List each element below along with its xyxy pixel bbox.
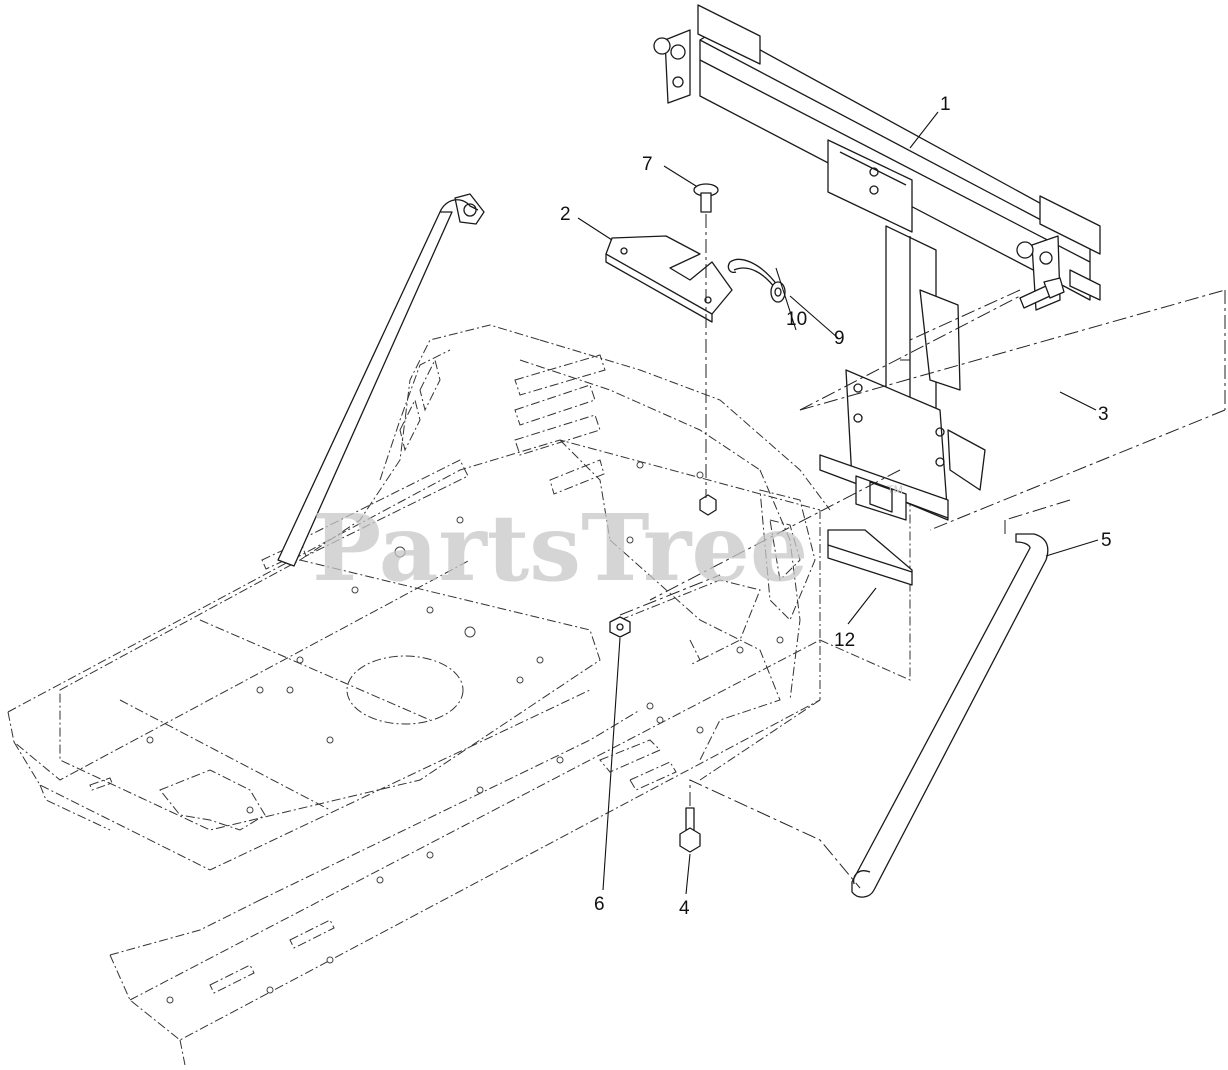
part-2-nut xyxy=(699,494,717,516)
watermark: PartsTree TM xyxy=(312,484,903,602)
mower-frame xyxy=(7,324,911,1066)
part-7-carriage-bolt xyxy=(693,183,719,213)
callout-10: 10 xyxy=(786,309,807,330)
part-10-hairpin-clip xyxy=(727,258,779,293)
callout-3: 3 xyxy=(1098,404,1109,425)
part-5-rod-right xyxy=(851,533,1049,898)
callout-1: 1 xyxy=(940,94,951,115)
part-4-bolt xyxy=(679,807,701,853)
part-6-nut xyxy=(609,616,631,638)
part-12-plate xyxy=(827,529,913,586)
watermark-tm: TM xyxy=(887,484,903,496)
part-9-washer xyxy=(770,281,786,303)
callout-6: 6 xyxy=(594,894,605,915)
callout-7: 7 xyxy=(642,154,653,175)
callout-5: 5 xyxy=(1101,530,1112,551)
callout-4: 4 xyxy=(679,898,690,919)
part-3-bolt xyxy=(1019,277,1065,309)
assembly-lines xyxy=(619,214,1226,889)
part-1-hitch-assembly xyxy=(653,4,1101,521)
part-2-bracket xyxy=(605,235,733,323)
callout-labels: 1 2 3 4 5 6 7 9 10 12 xyxy=(560,94,1112,919)
leader-lines xyxy=(577,111,1099,895)
callout-12: 12 xyxy=(834,630,855,651)
callout-2: 2 xyxy=(560,204,571,225)
part-5-rod-left xyxy=(277,193,485,567)
watermark-text: PartsTree xyxy=(312,494,808,602)
callout-9: 9 xyxy=(834,328,845,349)
